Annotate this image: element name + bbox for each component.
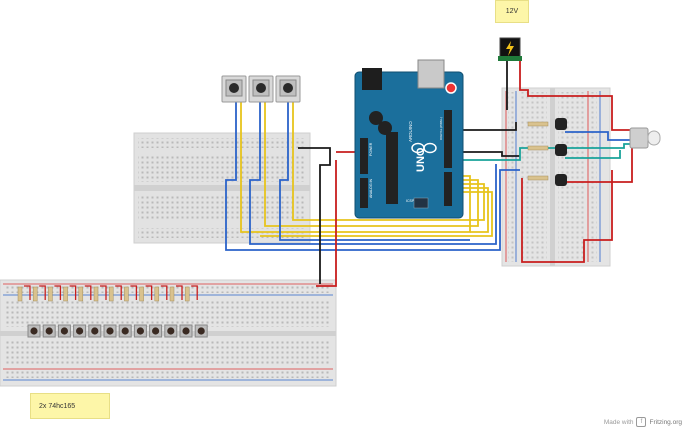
pull-down-resistor: [184, 286, 190, 302]
blue-wires: [225, 102, 630, 251]
pull-down-resistor: [63, 286, 68, 302]
power-note-label: 12V: [505, 8, 519, 15]
button-lead-wire: [69, 285, 77, 300]
button-lead-wire: [24, 285, 31, 300]
potentiometer[interactable]: [248, 75, 274, 103]
arduino-logo-icon: [411, 142, 437, 154]
arduino-power-header-label: POWER: [369, 142, 373, 156]
push-button-cap: [152, 327, 160, 335]
pull-down-resistor: [32, 286, 38, 302]
button-lead-wire: [54, 285, 62, 300]
push-button-cap: [167, 327, 175, 335]
fritzing-credit: Made with f Fritzing.org: [604, 417, 682, 427]
arduino-icsp-label: ICSP: [406, 199, 415, 203]
pull-down-resistor: [93, 286, 99, 302]
pull-down-resistor: [139, 286, 144, 302]
arduino-analog-header-label: ANALOG IN: [369, 178, 373, 198]
button-lead-wire: [115, 285, 122, 300]
button-lead-wire: [39, 285, 46, 300]
button-lead-wire: [84, 285, 92, 300]
transistor[interactable]: [527, 118, 567, 130]
button-lead-wire: [160, 285, 168, 300]
pull-down-resistor: [17, 286, 23, 302]
push-button-cap: [197, 327, 205, 335]
arduino-digital-header-label: DIGITAL (PWM~): [439, 117, 443, 140]
button-lead-wire: [145, 285, 153, 300]
credit-brand: Fritzing.org: [649, 418, 682, 426]
transistor[interactable]: [527, 174, 567, 186]
potentiometer[interactable]: [275, 75, 301, 103]
push-button-cap: [106, 327, 114, 335]
push-button-cap: [76, 327, 84, 335]
button-lead-wire: [176, 285, 183, 300]
button-lead-wire: [100, 285, 107, 300]
black-wires: [298, 60, 520, 284]
red-wires: [316, 60, 633, 287]
transistor[interactable]: [527, 144, 567, 156]
pull-down-resistor: [108, 286, 114, 302]
arduino-brand-label: ARDUINO: [408, 121, 413, 142]
credit-prefix: Made with: [603, 418, 634, 426]
fritzing-logo-icon: f: [636, 417, 647, 427]
arduino-uno-board[interactable]: UNO ARDUINO POWER ANALOG IN DIGITAL (PWM…: [354, 59, 464, 219]
push-button-cap: [45, 327, 53, 335]
push-button-cap: [30, 327, 38, 335]
pull-down-resistor: [48, 286, 53, 302]
button-array: [17, 285, 208, 338]
arduino-model-label: UNO: [415, 147, 427, 172]
ic-note: 2x 74hc165: [30, 393, 110, 419]
pull-down-resistor: [169, 286, 175, 302]
pull-down-resistor: [154, 286, 160, 302]
push-button-cap: [136, 327, 144, 335]
potentiometer[interactable]: [221, 75, 247, 103]
dc-power-jack[interactable]: [498, 37, 522, 61]
breadboard-right: [501, 87, 611, 267]
lightning-icon: [506, 41, 514, 56]
pull-down-resistor: [124, 286, 129, 302]
push-button-cap: [60, 327, 68, 335]
button-lead-wire: [191, 285, 198, 300]
push-button-cap: [121, 327, 129, 335]
yellow-wires: [240, 102, 493, 237]
ic-note-label: 2x 74hc165: [39, 402, 76, 410]
pull-down-resistor: [78, 286, 84, 302]
rgb-led[interactable]: [629, 127, 661, 149]
push-button-cap: [182, 327, 190, 335]
button-lead-wire: [130, 285, 138, 300]
push-button-cap: [91, 327, 99, 335]
power-note: 12V: [495, 0, 529, 23]
